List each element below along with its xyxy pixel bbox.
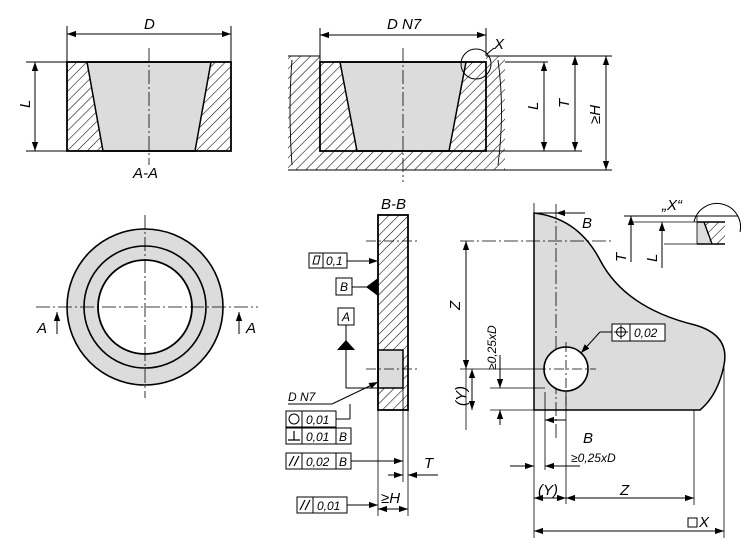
parallelism-icon-2 (299, 499, 311, 511)
label-H-bb: ≥H (381, 490, 400, 507)
roundness-icon (288, 413, 300, 425)
label-Y-horiz: (Y) (538, 482, 558, 499)
label-T: T (556, 97, 573, 108)
label-Z-horiz: Z (619, 482, 630, 499)
label-dn7-bb: D N7 (288, 390, 317, 404)
square-symbol (687, 517, 698, 528)
label-B-bottom: B (583, 430, 593, 447)
section-label-bb: B-B (381, 196, 406, 213)
datum-a-triangle (337, 340, 355, 350)
label-025-vert: ≥0,25xD (485, 325, 499, 370)
parallelism-value-2: 0,01 (317, 499, 340, 513)
flatness-value: 0,1 (326, 254, 343, 268)
label-detail-x: X (493, 36, 505, 53)
flatness-icon (312, 255, 321, 265)
perpendicularity-value: 0,01 (306, 430, 329, 444)
label-025-horiz: ≥0,25xD (571, 451, 616, 465)
datum-b-triangle (366, 278, 378, 296)
label-detail-x-quote: „X“ (661, 197, 683, 214)
view-installed: D N7 X L T ≥H (288, 16, 612, 182)
label-H: ≥H (587, 105, 604, 124)
label-L: L (17, 100, 34, 108)
plate-section-outline (377, 214, 409, 411)
position-icon (614, 325, 628, 339)
perpendicularity-icon (288, 431, 300, 441)
view-section-bb: B-B 0,1 B A D N7 0,01 (285, 196, 438, 516)
perpendicularity-datum: B (339, 430, 347, 444)
parallelism-icon-1 (288, 455, 300, 467)
label-detail-T: T (613, 251, 630, 262)
datum-b-label: B (340, 280, 348, 294)
roundness-value: 0,01 (306, 413, 329, 427)
datum-a-label: A (341, 310, 350, 324)
label-arrow-a-right: A (245, 320, 256, 337)
parallelism-value-1: 0,02 (306, 455, 330, 469)
view-plate: „X“ T L B Z ≥0,25xD (Y) (447, 197, 742, 538)
section-label-aa: A-A (132, 165, 158, 182)
label-L2: L (525, 102, 542, 110)
view-section-aa: D L A-A (17, 16, 232, 182)
label-square-X: X (698, 514, 710, 531)
position-value: 0,02 (634, 326, 658, 340)
view-top-circle: A A (36, 215, 258, 398)
label-Z-vert: Z (447, 300, 464, 311)
label-T-bb: T (424, 455, 435, 472)
label-arrow-a-left: A (36, 320, 47, 337)
label-DN7: D N7 (387, 16, 422, 33)
label-detail-L: L (644, 254, 661, 262)
label-Y-vert: (Y) (453, 386, 470, 406)
detail-x-circle (460, 48, 492, 80)
label-D: D (144, 16, 155, 33)
label-B-top: B (582, 215, 592, 232)
parallelism-datum-1: B (339, 455, 347, 469)
